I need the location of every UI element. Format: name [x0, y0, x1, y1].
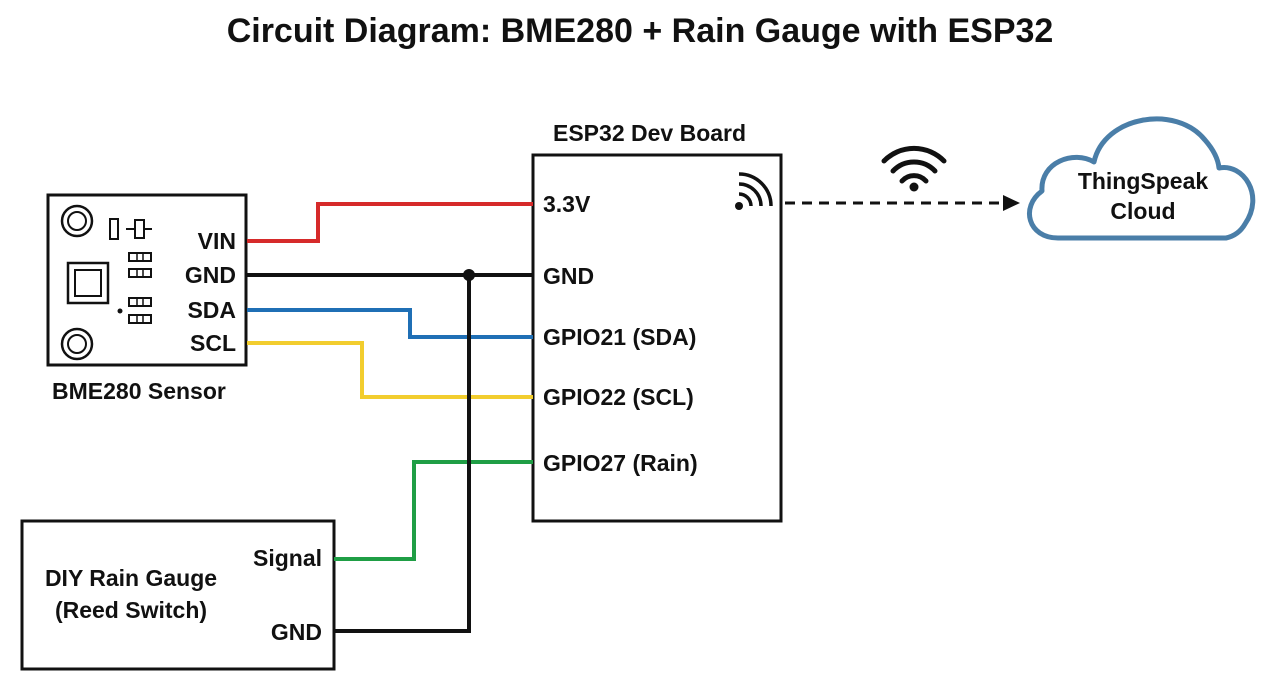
- bme280-pin-vin: VIN: [197, 228, 236, 254]
- rain-gauge-title-line2: (Reed Switch): [54, 597, 208, 623]
- wifi-signal-icon: [735, 172, 773, 210]
- diagram-title: Circuit Diagram: BME280 + Rain Gauge wit…: [226, 12, 1054, 50]
- esp32-pin-gnd: GND: [543, 263, 595, 289]
- wire-vin-3v3: [247, 202, 533, 243]
- wire-sda: [247, 308, 533, 339]
- bme280-pin-gnd: GND: [184, 262, 236, 288]
- wire-scl: [247, 341, 533, 399]
- esp32-board: [531, 153, 783, 523]
- cloud-label-line2: Cloud: [1110, 198, 1176, 224]
- wire-gauge-gnd: [334, 275, 471, 633]
- esp32-pin-gpio27: GPIO27 (Rain): [543, 450, 698, 476]
- cloud-label: ThingSpeak Cloud: [1032, 166, 1254, 226]
- wifi-icon: [881, 145, 947, 192]
- rain-gauge-pin-signal: Signal: [252, 545, 322, 571]
- esp32-caption: ESP32 Dev Board: [553, 120, 747, 146]
- cloud-label-line1: ThingSpeak: [1077, 168, 1209, 194]
- bme280-board: [46, 193, 248, 367]
- bme280-pin-sda: SDA: [187, 297, 236, 323]
- rain-gauge-title-line1: DIY Rain Gauge: [44, 565, 218, 591]
- bme280-caption: BME280 Sensor: [52, 378, 226, 404]
- rain-gauge-pin-gnd: GND: [270, 619, 322, 645]
- arrow-icon: [1003, 195, 1020, 211]
- esp32-pin-gpio21: GPIO21 (SDA): [543, 324, 697, 350]
- rain-gauge-title: DIY Rain Gauge (Reed Switch): [22, 562, 240, 626]
- esp32-pin-3v3: 3.3V: [543, 191, 591, 217]
- esp32-pin-gpio22: GPIO22 (SCL): [543, 384, 694, 410]
- bme280-pin-scl: SCL: [190, 330, 236, 356]
- cloud-icon: [1026, 116, 1256, 241]
- gnd-junction: [463, 269, 475, 281]
- wire-signal-gpio27: [334, 460, 533, 561]
- rain-gauge-box: [20, 519, 336, 671]
